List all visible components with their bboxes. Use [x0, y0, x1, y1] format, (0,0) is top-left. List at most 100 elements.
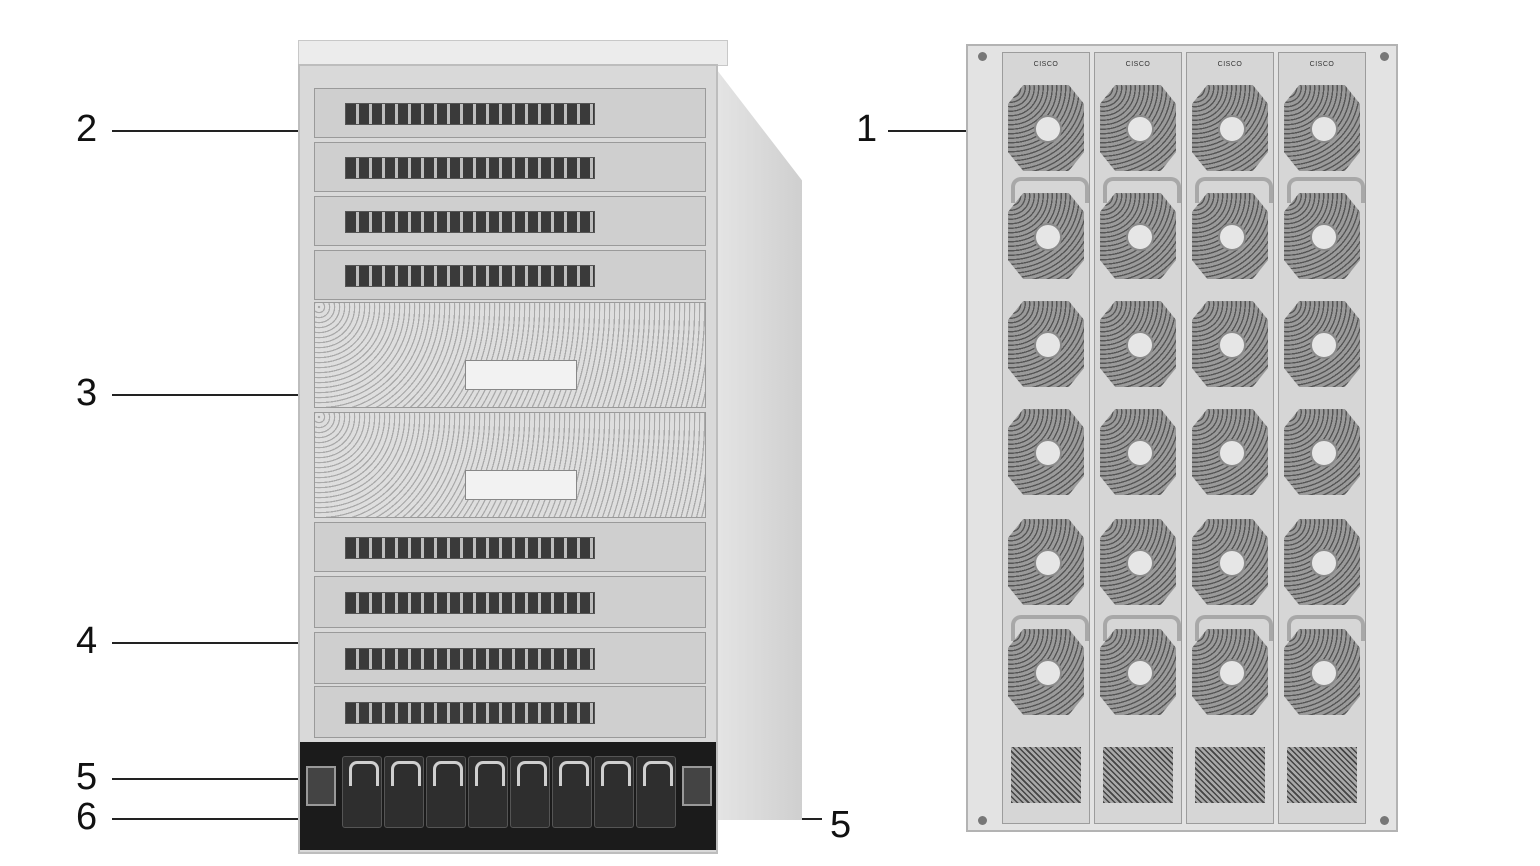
power-supply	[384, 756, 424, 828]
fan-hub	[1126, 331, 1154, 359]
fan-tray-handle	[1195, 615, 1273, 641]
power-supply	[510, 756, 550, 828]
fan-icon	[1192, 301, 1268, 387]
fan-icon	[1100, 193, 1176, 279]
power-supply	[594, 756, 634, 828]
power-supply	[342, 756, 382, 828]
fan-icon	[1008, 193, 1084, 279]
chassis-side-panel	[718, 71, 802, 820]
fan-tray-handle	[1195, 177, 1273, 203]
callout-6: 6	[76, 796, 98, 838]
chassis-top-panel	[298, 40, 728, 66]
line-card-slot	[314, 632, 706, 684]
fan-tray: CISCO	[1278, 52, 1366, 824]
fan-hub	[1126, 115, 1154, 143]
fan-tray-handle	[1287, 615, 1365, 641]
fan-hub	[1126, 549, 1154, 577]
cisco-logo: CISCO	[1033, 61, 1059, 68]
line-card-slot	[314, 142, 706, 192]
psu-handle	[391, 761, 421, 786]
callout-4: 4	[76, 620, 98, 662]
cisco-logo: CISCO	[1217, 61, 1243, 68]
fan-hub	[1218, 659, 1246, 687]
psu-handle	[349, 761, 379, 786]
fan-icon	[1192, 193, 1268, 279]
fan-icon	[1100, 629, 1176, 715]
callout-1: 1	[856, 108, 878, 150]
port-bank	[345, 103, 595, 125]
fan-hub	[1310, 659, 1338, 687]
leader-line-5-left	[112, 778, 320, 780]
fan-icon	[1100, 409, 1176, 495]
fan-hub	[1034, 223, 1062, 251]
supervisor-io-panel	[465, 360, 577, 391]
screw-icon	[978, 816, 987, 825]
power-switch-right	[682, 766, 712, 806]
power-supply	[552, 756, 592, 828]
line-card-slot	[314, 88, 706, 138]
power-supply	[468, 756, 508, 828]
fan-icon	[1100, 519, 1176, 605]
fan-hub	[1126, 223, 1154, 251]
fan-icon	[1100, 301, 1176, 387]
vent-grille	[1287, 747, 1357, 803]
fan-hub	[1310, 439, 1338, 467]
callout-2: 2	[76, 108, 98, 150]
fan-icon	[1192, 85, 1268, 171]
fan-tray-handle	[1287, 177, 1365, 203]
port-bank	[345, 648, 595, 670]
psu-handle	[559, 761, 589, 786]
fan-icon	[1008, 301, 1084, 387]
vent-grille	[1103, 747, 1173, 803]
fan-tray: CISCO	[1186, 52, 1274, 824]
leader-line-4	[112, 642, 312, 644]
psu-handle	[601, 761, 631, 786]
fan-icon	[1284, 193, 1360, 279]
fan-hub	[1218, 115, 1246, 143]
fan-hub	[1218, 331, 1246, 359]
power-supply	[426, 756, 466, 828]
fan-icon	[1192, 519, 1268, 605]
power-supply-bay	[300, 742, 716, 850]
port-bank	[345, 702, 595, 724]
fan-icon	[1284, 629, 1360, 715]
fan-icon	[1284, 519, 1360, 605]
line-card-slot	[314, 576, 706, 628]
vent-grille	[1011, 747, 1081, 803]
supervisor-module	[314, 412, 706, 518]
fan-hub	[1034, 331, 1062, 359]
fan-icon	[1192, 629, 1268, 715]
callout-3: 3	[76, 372, 98, 414]
fan-tray: CISCO	[1094, 52, 1182, 824]
fan-hub	[1310, 549, 1338, 577]
line-card-slot	[314, 250, 706, 300]
fan-hub	[1034, 439, 1062, 467]
vent-grille	[1195, 747, 1265, 803]
psu-handle	[475, 761, 505, 786]
fan-tray: CISCO	[1002, 52, 1090, 824]
psu-handle	[643, 761, 673, 786]
port-bank	[345, 211, 595, 233]
port-bank	[345, 265, 595, 287]
fan-hub	[1126, 659, 1154, 687]
callout-5-left: 5	[76, 756, 98, 798]
fan-tray-handle	[1011, 615, 1089, 641]
fan-icon	[1008, 629, 1084, 715]
fan-icon	[1284, 409, 1360, 495]
fan-hub	[1310, 115, 1338, 143]
fan-hub	[1126, 439, 1154, 467]
fan-icon	[1100, 85, 1176, 171]
line-card-slot	[314, 196, 706, 246]
leader-line-1	[888, 130, 1026, 132]
screw-icon	[1380, 816, 1389, 825]
fan-hub	[1034, 659, 1062, 687]
callout-5-right: 5	[830, 804, 852, 846]
fan-icon	[1008, 519, 1084, 605]
fan-icon	[1284, 301, 1360, 387]
port-bank	[345, 157, 595, 179]
fan-icon	[1284, 85, 1360, 171]
line-card-slot	[314, 686, 706, 738]
screw-icon	[1380, 52, 1389, 61]
cisco-logo: CISCO	[1309, 61, 1335, 68]
leader-line-6	[112, 818, 362, 820]
